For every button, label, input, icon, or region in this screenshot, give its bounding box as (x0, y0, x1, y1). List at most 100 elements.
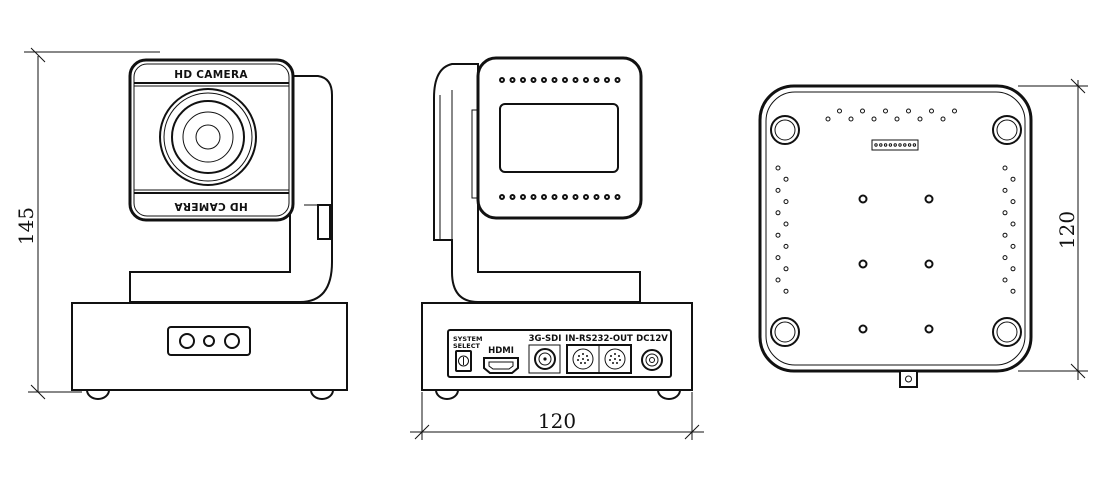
din-pin (619, 359, 621, 361)
vent-hole (614, 77, 621, 83)
vent-hole (940, 116, 946, 122)
depth-dimension: 120 (1018, 78, 1088, 380)
vent-hole (520, 194, 526, 200)
vent-hole (614, 194, 621, 200)
din-pin (582, 353, 584, 355)
front-camera-head (128, 58, 295, 222)
vent-hole (551, 194, 558, 200)
bottom-foot-top-left (770, 115, 800, 145)
mounting-hole (924, 194, 934, 204)
vent-hole (775, 165, 781, 171)
din-pin (584, 362, 586, 364)
din-pin (616, 362, 618, 364)
din-pin (614, 353, 616, 355)
vent-hole (551, 77, 558, 83)
rs232-in-port (572, 348, 594, 370)
vent-hole (917, 116, 923, 122)
height-dimension: 145 (14, 47, 160, 400)
din-pin (577, 359, 579, 361)
strip-pin (903, 143, 907, 147)
front-view: HD CAMERA HD CAMERA 145 (14, 47, 348, 400)
bottom-foot-bottom-left (770, 317, 800, 347)
bottom-connector-strip (871, 139, 919, 151)
width-dimension-label: 120 (538, 409, 576, 433)
vent-hole (1010, 221, 1016, 227)
strip-pin (879, 143, 883, 147)
vent-hole (906, 108, 911, 114)
vent-hole (783, 288, 789, 294)
din-pin (609, 359, 611, 361)
vent-hole (1010, 266, 1016, 272)
front-indicator-left (179, 333, 195, 349)
bottom-vent-left (775, 165, 789, 294)
port-rs232-label: IN-RS232-OUT (565, 334, 633, 344)
vent-hole (572, 77, 579, 83)
vent-hole (783, 176, 789, 182)
hdmi-port (483, 357, 519, 374)
vent-hole (572, 194, 579, 200)
vent-hole (952, 108, 957, 114)
front-foot-right (310, 389, 334, 400)
vent-hole (1010, 288, 1016, 294)
vent-hole (509, 194, 516, 200)
vent-hole (604, 77, 610, 83)
front-base-window (167, 326, 251, 356)
vent-hole (775, 255, 781, 261)
port-sdi-label: 3G-SDI (529, 334, 562, 344)
front-camera-head-inner (133, 63, 290, 217)
vent-hole (562, 77, 568, 83)
vent-hole (1002, 165, 1008, 171)
sdi-port (534, 348, 556, 370)
vent-hole (783, 199, 789, 205)
vent-hole (883, 108, 888, 114)
vent-hole (929, 108, 934, 114)
sdi-port-frame (528, 344, 561, 374)
vent-hole (1002, 232, 1008, 238)
vent-hole (775, 187, 781, 193)
din-pin (618, 355, 620, 357)
vent-hole (530, 77, 537, 83)
strip-pin (874, 143, 878, 147)
mounting-hole (858, 324, 868, 334)
mounting-hole (858, 259, 868, 269)
din-pin (582, 358, 584, 360)
vent-hole (783, 243, 789, 249)
strip-pin (893, 143, 897, 147)
front-lens (159, 88, 257, 186)
din-pin (610, 355, 612, 357)
front-foot-left (86, 389, 110, 400)
vent-hole (1010, 243, 1016, 249)
vent-hole (1002, 255, 1008, 261)
vent-hole (871, 116, 877, 122)
vent-hole (562, 194, 568, 200)
bottom-plate-outer (758, 84, 1033, 373)
vent-hole (593, 194, 600, 200)
bottom-vent-top (825, 108, 957, 122)
vent-hole (1002, 277, 1008, 283)
vent-hole (499, 77, 505, 83)
vent-hole (775, 277, 781, 283)
bottom-foot-bottom-right (992, 317, 1022, 347)
bottom-view: 120 (758, 78, 1088, 388)
rear-foot-left (435, 389, 459, 400)
rear-vent-row-bottom (499, 194, 621, 200)
vent-hole (1002, 210, 1008, 216)
vent-hole (1010, 199, 1016, 205)
strip-pin (907, 143, 912, 147)
bottom-tab (899, 370, 918, 388)
rear-port-panel (447, 329, 672, 378)
vent-hole (593, 77, 600, 83)
din-pin (614, 358, 616, 360)
vent-hole (837, 108, 842, 114)
front-label-bottom: HD CAMERA (174, 200, 248, 212)
vent-hole (604, 194, 610, 200)
strip-pin (898, 143, 902, 147)
mounting-hole (858, 194, 868, 204)
vent-hole (825, 116, 831, 122)
dc-port (641, 349, 663, 371)
din-pin (612, 362, 614, 364)
rear-vent-row-top (499, 77, 621, 83)
depth-dimension-label: 120 (1055, 211, 1079, 249)
vent-hole (541, 194, 547, 200)
